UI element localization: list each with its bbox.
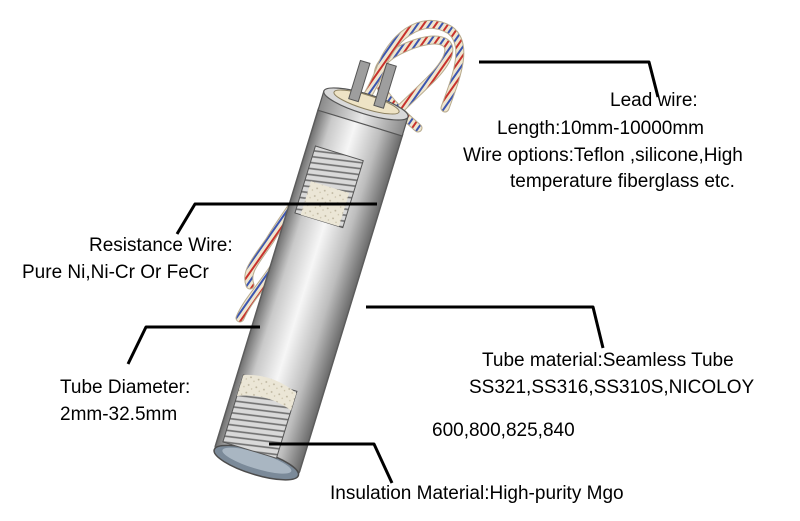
tube-diameter-label-range: 2mm-32.5mm bbox=[60, 404, 178, 425]
tube-material-label-grades: SS321,SS316,SS310S,NICOLOY bbox=[469, 377, 755, 398]
leader-lead-wire bbox=[479, 60, 660, 98]
leader-insulation bbox=[269, 442, 394, 484]
leader-tube-diameter bbox=[126, 325, 260, 365]
lead-wire-label-length: Length:10mm-10000mm bbox=[497, 118, 704, 139]
resistance-wire-label-title: Resistance Wire: bbox=[89, 235, 233, 256]
insulation-label: Insulation Material:High-purity Mgo bbox=[330, 483, 624, 504]
lead-wire-label-options: Wire options:Teflon ,silicone,High bbox=[463, 145, 743, 166]
resistance-wire-label-materials: Pure Ni,Ni-Cr Or FeCr bbox=[22, 262, 209, 283]
heater-tube bbox=[213, 59, 409, 481]
leader-lines bbox=[126, 60, 660, 484]
lead-wire-label-title: Lead wire: bbox=[610, 90, 698, 111]
lead-wire-label-options-cont: temperature fiberglass etc. bbox=[510, 171, 735, 192]
tube-diameter-label-title: Tube Diameter: bbox=[60, 377, 191, 398]
leader-resistance-wire bbox=[175, 202, 377, 235]
leader-tube-material bbox=[366, 305, 605, 349]
tube-material-label-grades-cont: 600,800,825,840 bbox=[432, 420, 575, 441]
tube-material-label-title: Tube material:Seamless Tube bbox=[482, 350, 734, 371]
